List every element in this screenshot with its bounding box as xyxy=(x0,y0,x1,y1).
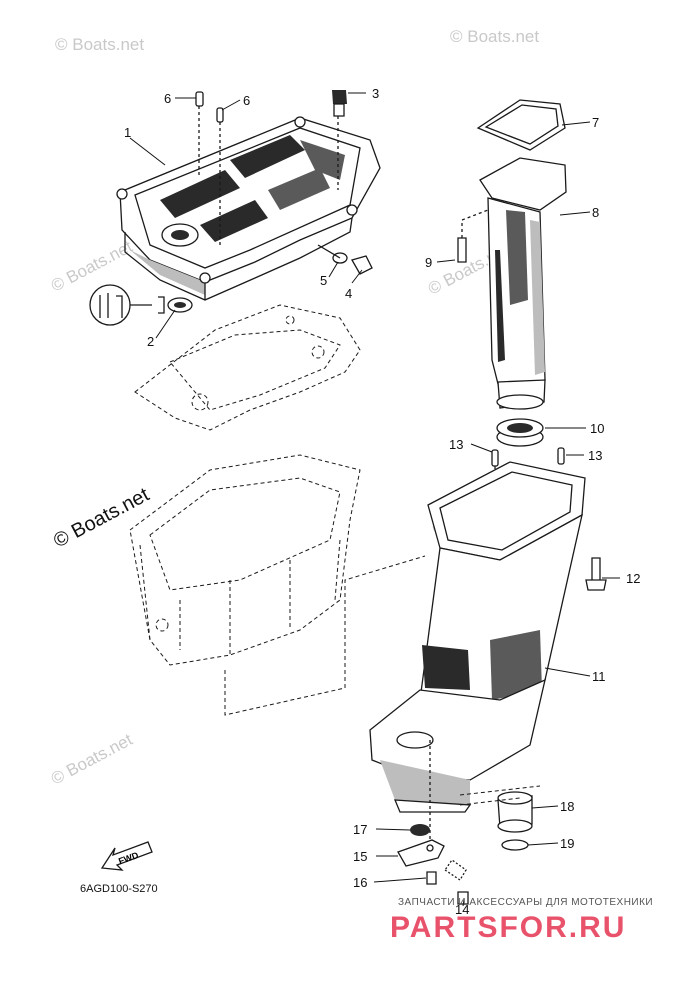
callout-12: 12 xyxy=(626,571,640,586)
callout-19: 19 xyxy=(560,836,574,851)
callout-8: 8 xyxy=(592,205,599,220)
callout-6-left: 6 xyxy=(164,91,171,106)
callout-13-right: 13 xyxy=(588,448,602,463)
assembly-line xyxy=(459,785,541,806)
watermark: © Boats.net xyxy=(450,27,539,46)
callout-2: 2 xyxy=(147,334,154,349)
callout-6-right: 6 xyxy=(243,93,250,108)
callout-9: 9 xyxy=(425,255,432,270)
lower-plate-drawing xyxy=(129,454,361,666)
callout-10: 10 xyxy=(590,421,604,436)
callout-3: 3 xyxy=(372,86,379,101)
callout-17: 17 xyxy=(353,822,367,837)
callout-4: 4 xyxy=(345,286,352,301)
seal-and-pins xyxy=(491,418,565,560)
leader-lines xyxy=(129,92,620,907)
bolt-12 xyxy=(585,557,607,591)
upper-plate-drawing xyxy=(89,90,381,326)
watermark: © Boats.net xyxy=(48,237,136,296)
callout-18: 18 xyxy=(560,799,574,814)
callout-1: 1 xyxy=(124,125,131,140)
exhaust-guide-drawing xyxy=(457,99,567,410)
watermark-center: © Boats.net xyxy=(50,484,153,553)
diagram-code: 6AGD100-S270 xyxy=(80,883,158,895)
fwd-arrow-icon: FWD xyxy=(100,841,153,871)
callout-layer: 6 6 3 1 2 4 5 7 8 9 10 13 13 12 11 18 19… xyxy=(124,86,640,917)
watermark: © Boats.net xyxy=(48,730,136,789)
brand-logo: PARTSFOR.RU xyxy=(390,911,626,944)
promo-text: ЗАПЧАСТИ И АКСЕССУАРЫ ДЛЯ МОТОТЕХНИКИ xyxy=(398,897,653,908)
gasket-drawing xyxy=(134,304,361,431)
callout-15: 15 xyxy=(353,849,367,864)
callout-16: 16 xyxy=(353,875,367,890)
callout-7: 7 xyxy=(592,115,599,130)
callout-5: 5 xyxy=(320,273,327,288)
callout-11: 11 xyxy=(592,669,606,684)
assembly-line xyxy=(224,555,426,716)
callout-13-left: 13 xyxy=(449,437,463,452)
upper-casing-drawing xyxy=(369,461,586,850)
callout-14: 14 xyxy=(455,902,469,917)
watermark: © Boats.net xyxy=(55,35,144,54)
